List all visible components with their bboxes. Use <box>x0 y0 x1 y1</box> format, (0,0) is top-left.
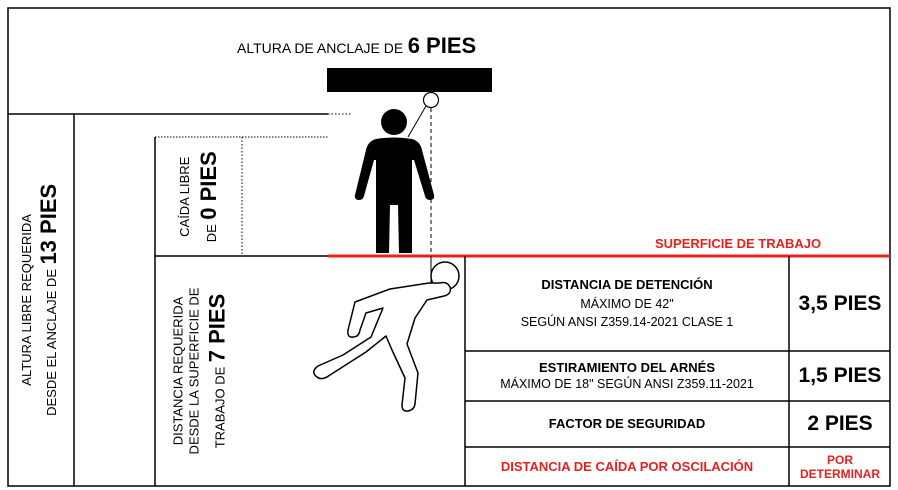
total-clearance-value: 13 PIES <box>36 183 62 265</box>
free-fall-value: 0 PIES <box>195 151 221 220</box>
standing-worker-icon <box>354 109 435 253</box>
falling-worker-icon <box>313 261 460 412</box>
swing-fall-value-cell: POR DETERMINAR <box>790 448 890 486</box>
free-fall-line2: DE <box>203 223 219 242</box>
table-row-safety-factor: FACTOR DE SEGURIDAD <box>466 402 788 446</box>
anchor-height-value: 6 PIES <box>407 33 477 58</box>
arrest-distance-title: DISTANCIA DE DETENCIÓN <box>541 277 713 293</box>
free-fall-label: CAÍDA LIBRE DE 0 PIES <box>155 137 242 256</box>
anchor-height-prefix: ALTURA DE ANCLAJE DE <box>237 40 404 56</box>
swing-fall-value-line2: DETERMINAR <box>800 467 880 481</box>
safety-factor-title: FACTOR DE SEGURIDAD <box>548 415 706 431</box>
arrest-distance-line2: MÁXIMO DE 42" <box>580 297 674 312</box>
arrest-distance-line3: SEGÚN ANSI Z359.14-2021 CLASE 1 <box>520 315 734 330</box>
required-distance-line2: DESDE LA SUPERFICIE DE <box>186 287 202 455</box>
table-row-harness-stretch: ESTIRAMIENTO DEL ARNÉS MÁXIMO DE 18" SEG… <box>466 352 788 400</box>
anchor-ring-icon <box>422 91 440 109</box>
lanyard-to-worker <box>407 105 427 138</box>
total-clearance-line2-prefix: DESDE EL ANCLAJE DE <box>44 269 60 417</box>
required-distance-line1: DISTANCIA REQUERIDA <box>170 296 186 446</box>
swing-fall-value-line1: POR <box>826 452 853 467</box>
table-row-swing-fall: DISTANCIA DE CAÍDA POR OSCILACIÓN <box>466 448 788 486</box>
required-distance-value: 7 PIES <box>203 293 229 363</box>
free-fall-line1-prefix: CAÍDA LIBRE <box>176 156 192 237</box>
outer-frame <box>7 7 891 487</box>
arrest-distance-value-cell: 3,5 PIES <box>790 258 890 350</box>
total-clearance-label: ALTURA LIBRE REQUERIDA DESDE EL ANCLAJE … <box>8 114 74 486</box>
harness-stretch-title: ESTIRAMIENTO DEL ARNÉS <box>538 359 715 375</box>
anchor-height-label: ALTURA DE ANCLAJE DE 6 PIES <box>237 33 476 59</box>
required-distance-line3-prefix: TRABAJO DE <box>211 366 227 449</box>
harness-stretch-value-cell: 1,5 PIES <box>790 352 890 400</box>
work-surface-label: SUPERFICIE DE TRABAJO <box>655 236 822 251</box>
total-clearance-line1: ALTURA LIBRE REQUERIDA <box>19 214 35 386</box>
safety-factor-value: 2 PIES <box>807 411 873 435</box>
required-distance-label: DISTANCIA REQUERIDA DESDE LA SUPERFICIE … <box>155 256 245 486</box>
anchor-beam <box>327 68 492 92</box>
harness-stretch-line2: MÁXIMO DE 18" SEGÚN ANSI Z359.11-2021 <box>500 377 754 392</box>
table-row-arrest-distance: DISTANCIA DE DETENCIÓN MÁXIMO DE 42" SEG… <box>466 258 788 350</box>
swing-fall-title: DISTANCIA DE CAÍDA POR OSCILACIÓN <box>500 458 754 474</box>
harness-stretch-value: 1,5 PIES <box>798 363 882 387</box>
arrest-distance-value: 3,5 PIES <box>798 291 882 315</box>
safety-factor-value-cell: 2 PIES <box>790 402 890 446</box>
